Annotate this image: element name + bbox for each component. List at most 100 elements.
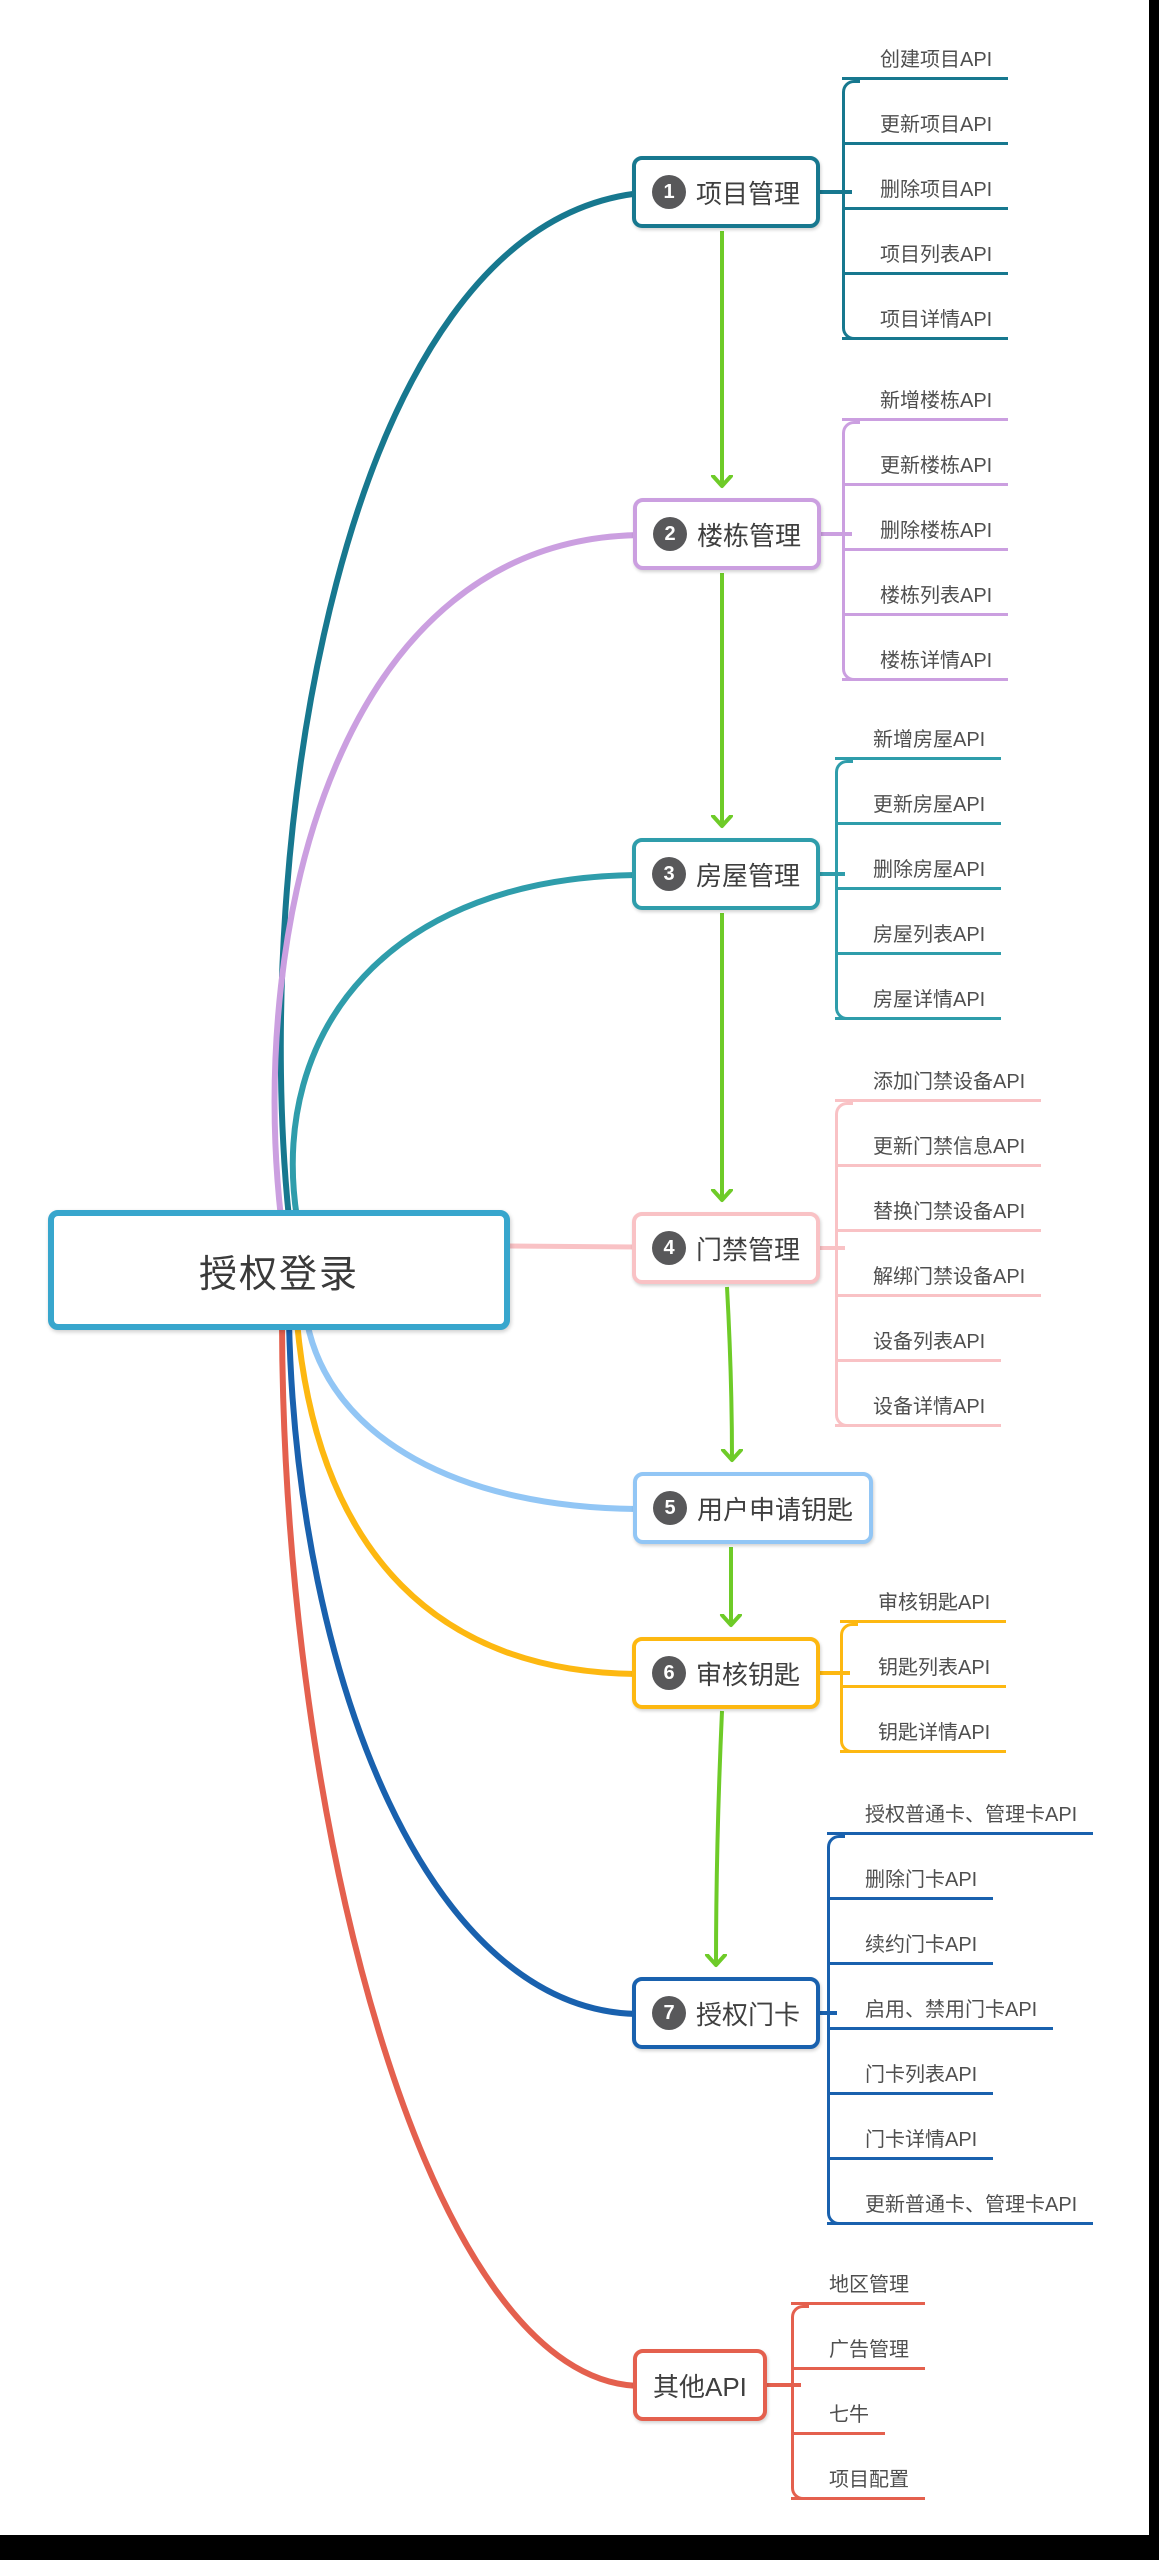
- topic-delete-house-api[interactable]: 删除房屋API: [835, 853, 1002, 890]
- topic-replace-device-api[interactable]: 替换门禁设备API: [835, 1195, 1042, 1232]
- step-number-badge: 5: [653, 1491, 687, 1525]
- topic-house-detail-api[interactable]: 房屋详情API: [835, 983, 1002, 1020]
- list-item: 更新房屋API: [835, 760, 1002, 825]
- list-item: 更新项目API: [842, 80, 1009, 145]
- list-item: 新增房屋API: [835, 695, 1002, 760]
- topic-renew-card-api[interactable]: 续约门卡API: [827, 1928, 994, 1965]
- branch-topic-label: 房屋管理: [696, 860, 801, 891]
- branch-topic-authorize-card[interactable]: 7 授权门卡: [632, 1977, 821, 2049]
- topic-create-project-api[interactable]: 创建项目API: [842, 43, 1009, 80]
- topic-update-house-api[interactable]: 更新房屋API: [835, 788, 1002, 825]
- topic-add-device-api[interactable]: 添加门禁设备API: [835, 1065, 1042, 1102]
- curve-root-to-branch-1: [277, 190, 644, 1221]
- branch-topic-user-apply-key[interactable]: 5 用户申请钥匙: [633, 1472, 874, 1544]
- list-item: 更新普通卡、管理卡API: [827, 2160, 1094, 2225]
- list-item: 设备详情API: [835, 1362, 1041, 1427]
- topic-card-detail-api[interactable]: 门卡详情API: [827, 2123, 994, 2160]
- topic-card-list-api[interactable]: 门卡列表API: [827, 2058, 994, 2095]
- curve-root-to-branch-5: [304, 1319, 645, 1512]
- list-item: 创建项目API: [842, 15, 1009, 80]
- topic-delete-building-api[interactable]: 删除楼栋API: [842, 514, 1009, 551]
- step-number-badge: 7: [652, 1996, 686, 2030]
- topic-update-building-api[interactable]: 更新楼栋API: [842, 449, 1009, 486]
- branch-topic-label: 其他API: [653, 2371, 747, 2402]
- list-item: 新增楼栋API: [842, 356, 1009, 421]
- topic-add-building-api[interactable]: 新增楼栋API: [842, 384, 1009, 421]
- list-item: 删除门卡API: [827, 1835, 1093, 1900]
- topic-review-key-api[interactable]: 审核钥匙API: [840, 1586, 1007, 1623]
- curve-root-to-branch-7: [286, 1319, 644, 2017]
- branch-topic-building-management[interactable]: 2 楼栋管理: [633, 498, 822, 570]
- list-item: 地区管理: [791, 2240, 925, 2305]
- topic-delete-project-api[interactable]: 删除项目API: [842, 173, 1009, 210]
- root-topic-label: 授权登录: [198, 1253, 359, 1296]
- topic-project-detail-api[interactable]: 项目详情API: [842, 303, 1009, 340]
- step-number-badge: 4: [652, 1231, 686, 1265]
- topic-ad-management[interactable]: 广告管理: [791, 2333, 925, 2370]
- list-item: 更新门禁信息API: [835, 1102, 1042, 1167]
- children-group-project: 创建项目API 更新项目API 删除项目API 项目列表API 项目详情API: [842, 15, 1009, 340]
- list-item: 门卡详情API: [827, 2095, 1093, 2160]
- topic-qiniu[interactable]: 七牛: [791, 2398, 885, 2435]
- topic-update-project-api[interactable]: 更新项目API: [842, 108, 1009, 145]
- branch-topic-label: 楼栋管理: [697, 520, 802, 551]
- topic-building-detail-api[interactable]: 楼栋详情API: [842, 644, 1009, 681]
- branch-topic-label: 授权门卡: [696, 1999, 801, 2030]
- list-item: 审核钥匙API: [840, 1558, 1007, 1623]
- list-item: 替换门禁设备API: [835, 1167, 1042, 1232]
- arrow-4-to-5: [727, 1286, 732, 1460]
- topic-device-list-api[interactable]: 设备列表API: [835, 1325, 1002, 1362]
- topic-key-detail-api[interactable]: 钥匙详情API: [840, 1716, 1007, 1753]
- branch-topic-review-key[interactable]: 6 审核钥匙: [632, 1637, 821, 1709]
- branch-topic-access-management[interactable]: 4 门禁管理: [632, 1212, 821, 1284]
- root-topic-authorized-login[interactable]: 授权登录: [48, 1210, 510, 1330]
- branch-topic-project-management[interactable]: 1 项目管理: [632, 156, 821, 228]
- curve-root-to-branch-4: [503, 1243, 645, 1250]
- children-group-house: 新增房屋API 更新房屋API 删除房屋API 房屋列表API 房屋详情API: [835, 695, 1002, 1020]
- topic-update-device-info-api[interactable]: 更新门禁信息API: [835, 1130, 1042, 1167]
- list-item: 续约门卡API: [827, 1900, 1093, 1965]
- topic-update-card-api[interactable]: 更新普通卡、管理卡API: [827, 2188, 1094, 2225]
- step-number-badge: 1: [652, 175, 686, 209]
- step-number-badge: 3: [652, 857, 686, 891]
- curve-root-to-branch-2: [271, 532, 645, 1221]
- topic-building-list-api[interactable]: 楼栋列表API: [842, 579, 1009, 616]
- list-item: 设备列表API: [835, 1297, 1041, 1362]
- topic-authorize-card-api[interactable]: 授权普通卡、管理卡API: [827, 1798, 1094, 1835]
- topic-enable-disable-card-api[interactable]: 启用、禁用门卡API: [827, 1993, 1054, 2030]
- topic-delete-card-api[interactable]: 删除门卡API: [827, 1863, 994, 1900]
- topic-house-list-api[interactable]: 房屋列表API: [835, 918, 1002, 955]
- topic-project-list-api[interactable]: 项目列表API: [842, 238, 1009, 275]
- branch-topic-label: 审核钥匙: [696, 1659, 801, 1690]
- children-group-building: 新增楼栋API 更新楼栋API 删除楼栋API 楼栋列表API 楼栋详情API: [842, 356, 1009, 681]
- topic-add-house-api[interactable]: 新增房屋API: [835, 723, 1002, 760]
- children-group-other: 地区管理 广告管理 七牛 项目配置: [791, 2240, 925, 2500]
- children-group-key-review: 审核钥匙API 钥匙列表API 钥匙详情API: [840, 1558, 1007, 1753]
- arrow-6-to-7: [716, 1710, 722, 1965]
- branch-topic-label: 用户申请钥匙: [697, 1494, 854, 1525]
- list-item: 楼栋详情API: [842, 616, 1009, 681]
- list-item: 项目详情API: [842, 275, 1009, 340]
- screenshot-bottom-edge: [0, 2535, 1159, 2560]
- topic-device-detail-api[interactable]: 设备详情API: [835, 1390, 1002, 1427]
- list-item: 删除房屋API: [835, 825, 1002, 890]
- screenshot-right-edge: [1149, 0, 1159, 2560]
- step-number-badge: 6: [652, 1656, 686, 1690]
- topic-region-management[interactable]: 地区管理: [791, 2268, 925, 2305]
- list-item: 删除楼栋API: [842, 486, 1009, 551]
- list-item: 添加门禁设备API: [835, 1037, 1042, 1102]
- branch-topic-other-api[interactable]: 其他API: [633, 2349, 767, 2421]
- list-item: 删除项目API: [842, 145, 1009, 210]
- list-item: 启用、禁用门卡API: [827, 1965, 1093, 2030]
- list-item: 项目列表API: [842, 210, 1009, 275]
- topic-key-list-api[interactable]: 钥匙列表API: [840, 1651, 1007, 1688]
- topic-unbind-device-api[interactable]: 解绑门禁设备API: [835, 1260, 1042, 1297]
- list-item: 钥匙详情API: [840, 1688, 1007, 1753]
- list-item: 房屋列表API: [835, 890, 1002, 955]
- topic-project-config[interactable]: 项目配置: [791, 2463, 925, 2500]
- list-item: 解绑门禁设备API: [835, 1232, 1042, 1297]
- branch-topic-house-management[interactable]: 3 房屋管理: [632, 838, 821, 910]
- list-item: 七牛: [791, 2370, 925, 2435]
